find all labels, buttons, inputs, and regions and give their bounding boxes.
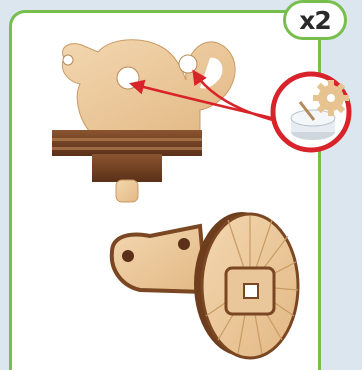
wheel-assembly bbox=[112, 212, 298, 358]
stand-base bbox=[52, 130, 202, 202]
cam-piece-top bbox=[62, 40, 235, 132]
wooden-gear-icon bbox=[313, 80, 349, 116]
